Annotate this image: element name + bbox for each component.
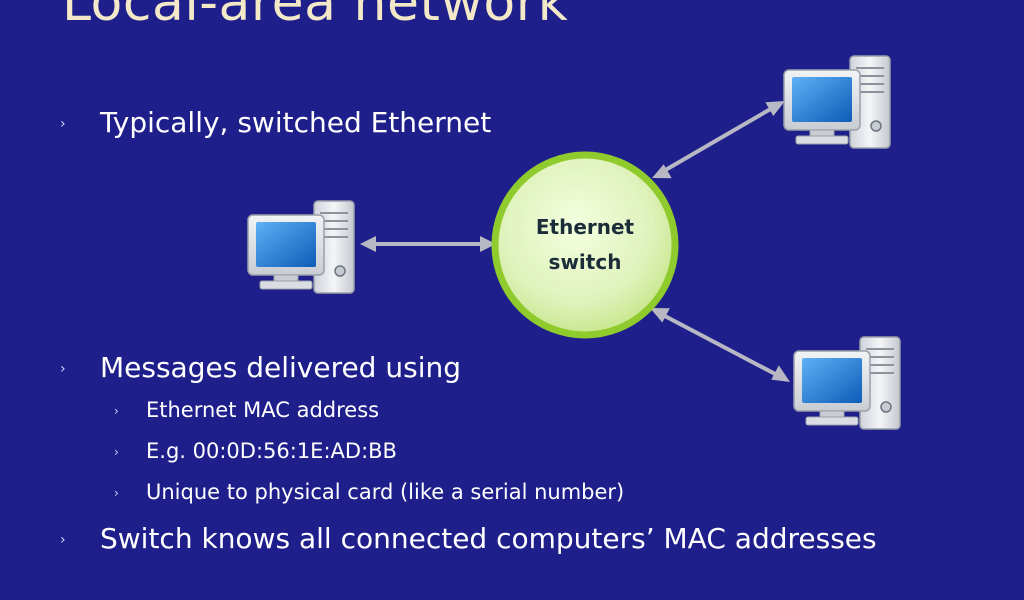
- bullet-text: Switch knows all connected computers’ MA…: [100, 522, 877, 555]
- sub-bullet-marker-icon: ›: [114, 486, 119, 500]
- bullet-switch-knows-macs: › Switch knows all connected computers’ …: [60, 522, 877, 555]
- link-arrow-top-right: [652, 101, 785, 179]
- sub-bullet-text: Ethernet MAC address: [146, 398, 380, 422]
- bullet-marker-icon: ›: [60, 116, 66, 132]
- bullet-marker-icon: ›: [60, 532, 66, 548]
- sub-bullet-text: E.g. 00:0D:56:1E:AD:BB: [146, 439, 397, 463]
- bullet-marker-icon: ›: [60, 361, 66, 377]
- bullet-text: Messages delivered using: [100, 351, 461, 384]
- sub-bullet-mac-example: › E.g. 00:0D:56:1E:AD:BB: [114, 439, 397, 463]
- switch-label-line2: switch: [548, 250, 622, 274]
- link-arrow-left: [360, 236, 496, 252]
- switch-label-line1: Ethernet: [535, 215, 635, 239]
- slide-title: Local-area network: [62, 0, 569, 33]
- sub-bullet-marker-icon: ›: [114, 445, 119, 459]
- bullet-text: Typically, switched Ethernet: [100, 106, 492, 139]
- computer-left-icon: [247, 200, 355, 294]
- sub-bullet-mac-address: › Ethernet MAC address: [114, 398, 380, 422]
- link-arrow-bottom-right: [650, 308, 790, 382]
- ethernet-switch-circle: [491, 151, 679, 339]
- sub-bullet-text: Unique to physical card (like a serial n…: [146, 480, 625, 504]
- bullet-messages-delivered: › Messages delivered using: [60, 351, 461, 384]
- sub-bullet-unique-card: › Unique to physical card (like a serial…: [114, 480, 625, 504]
- bullet-switched-ethernet: › Typically, switched Ethernet: [60, 106, 492, 139]
- computer-bottom-right-icon: [793, 336, 901, 430]
- switch-label: Ethernet switch: [497, 210, 673, 280]
- sub-bullet-marker-icon: ›: [114, 404, 119, 418]
- computer-top-right-icon: [783, 55, 891, 149]
